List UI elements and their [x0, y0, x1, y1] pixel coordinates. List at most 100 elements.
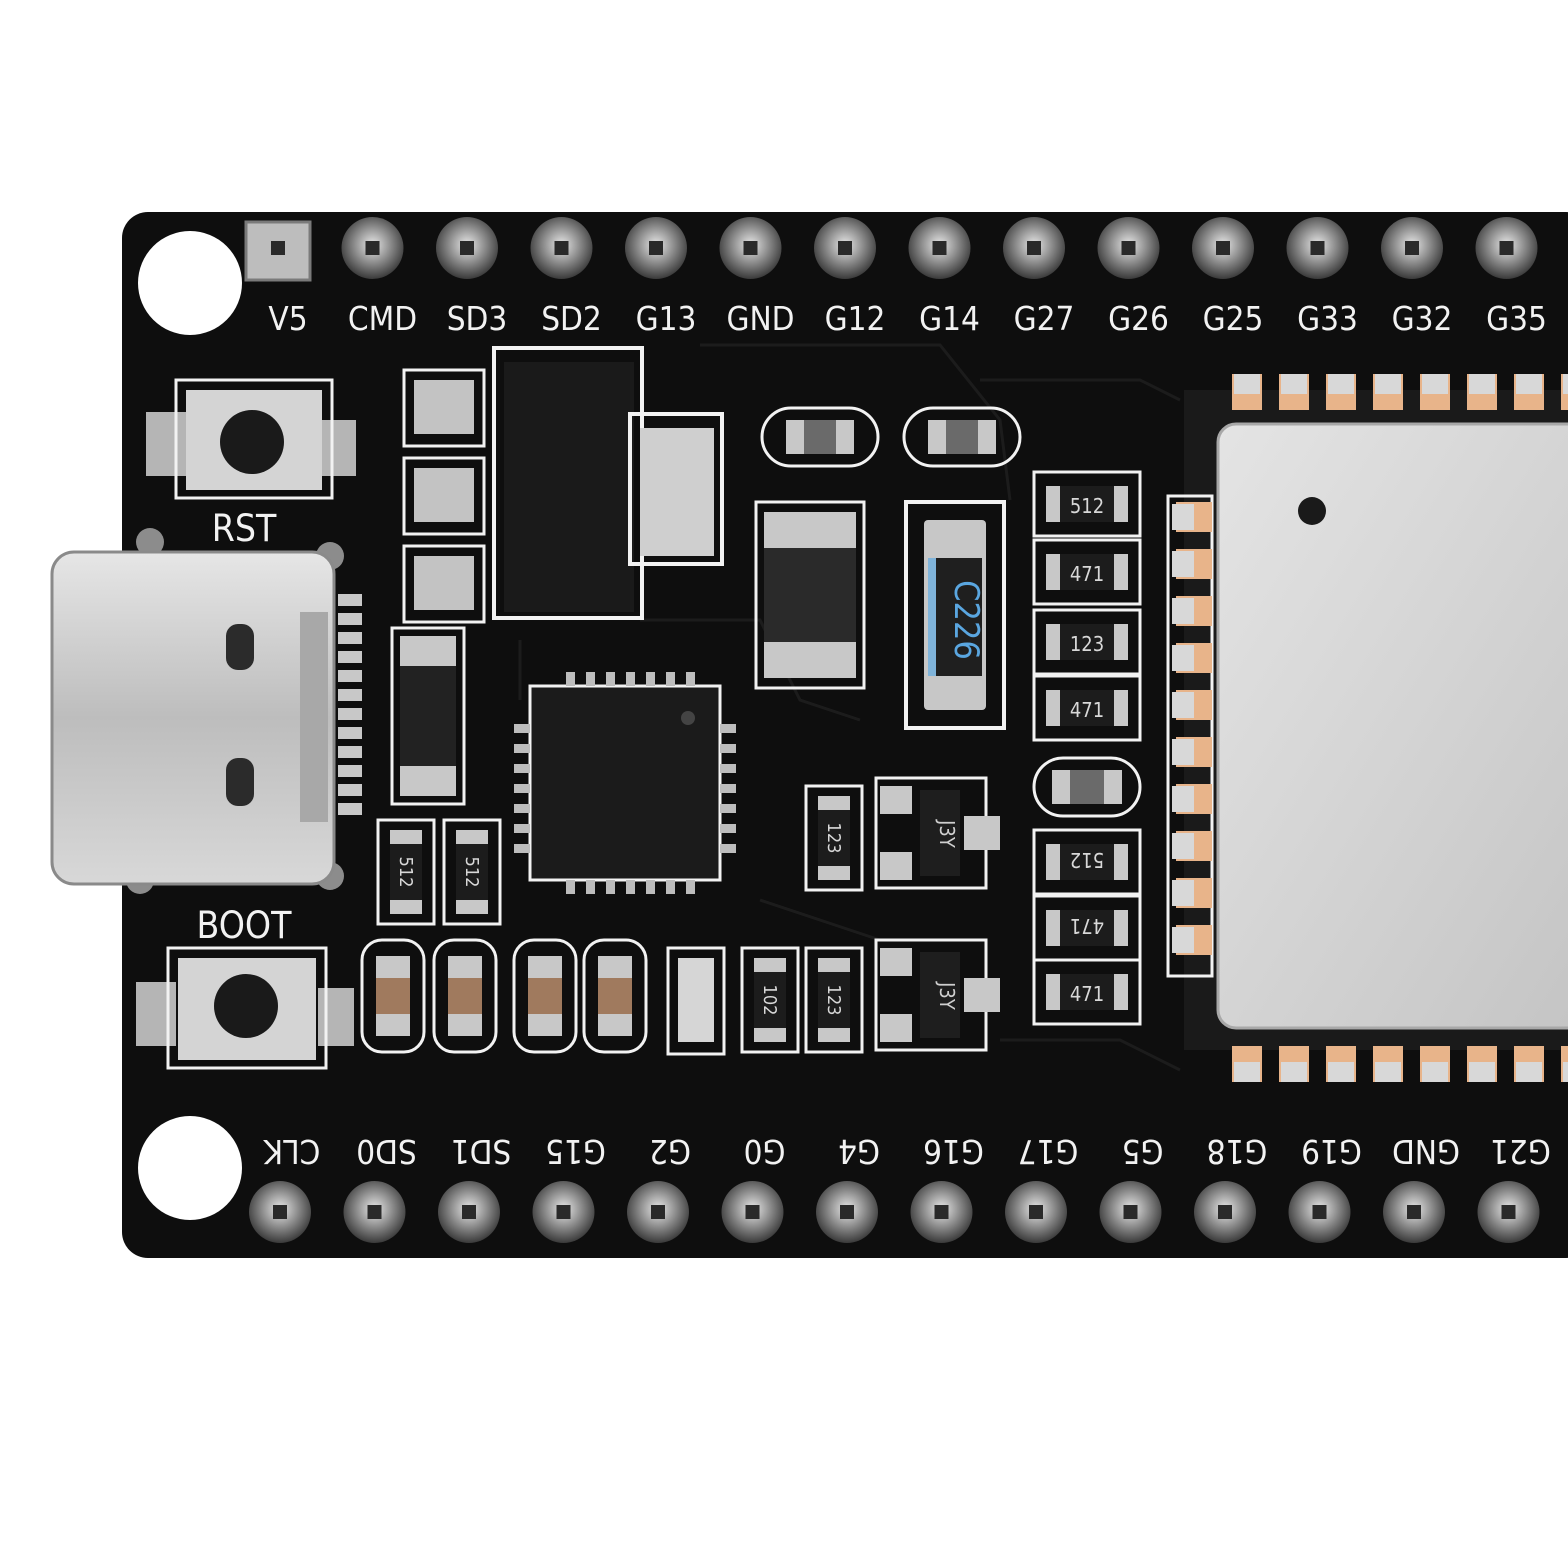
resistor-marking: 123 — [823, 823, 844, 854]
bottom-header-label: G15 — [545, 1132, 606, 1171]
module-pad-tin — [1563, 374, 1568, 394]
module-pad-tin — [1281, 374, 1307, 394]
bottom-header-pin — [343, 1181, 406, 1243]
ic-pin — [720, 764, 736, 773]
top-header-pin — [530, 217, 593, 279]
module-pad-tin — [1172, 786, 1194, 812]
top-header-pin — [436, 217, 498, 279]
module-pad-tin — [1234, 1062, 1260, 1082]
usb-signal-pads — [338, 594, 362, 815]
top-header-pin — [1097, 217, 1160, 279]
module-pad-tin — [1375, 374, 1401, 394]
bottom-header-pin — [1288, 1181, 1351, 1243]
module-pad-tin — [1328, 374, 1354, 394]
reset-button-label: RST — [212, 507, 277, 550]
resistor-marking: 512 — [461, 857, 482, 888]
ic-pin — [514, 764, 530, 773]
tantalum-capacitor — [904, 500, 1006, 730]
top-header-label: G25 — [1203, 299, 1264, 338]
smd-capacitor-top-2 — [902, 406, 1022, 468]
mounting-hole-bottom — [138, 1116, 242, 1220]
bottom-header-pin — [249, 1181, 311, 1243]
ic-pin — [514, 744, 530, 753]
smd-resistor: 512 — [1032, 828, 1142, 896]
ic-pin — [646, 880, 655, 894]
smd-capacitor — [432, 938, 498, 1054]
top-header-label: G12 — [825, 299, 886, 338]
bottom-header-label: G18 — [1207, 1132, 1268, 1171]
module-pad-tin — [1234, 374, 1260, 394]
diode — [754, 500, 866, 690]
bottom-header-label: G2 — [649, 1132, 691, 1171]
top-header-label: V5 — [268, 299, 307, 338]
top-header-pin — [814, 217, 876, 279]
ic-pin — [566, 880, 575, 894]
smd-component-left — [390, 626, 466, 806]
ic-pin — [666, 880, 675, 894]
bottom-header-pin — [1383, 1181, 1445, 1243]
resistor-marking: 471 — [1070, 982, 1104, 1006]
ic-pin — [514, 804, 530, 813]
smd-capacitor — [582, 938, 648, 1054]
ic-pin — [514, 724, 530, 733]
module-pad-tin — [1172, 598, 1194, 624]
smd-resistor: 123 — [1032, 608, 1142, 676]
module-pad-tin — [1516, 1062, 1542, 1082]
top-header-pin — [625, 217, 687, 279]
top-header-pin — [341, 217, 404, 279]
top-header-pin — [1381, 217, 1443, 279]
smd-capacitor-column — [1032, 756, 1142, 818]
bottom-header-pin — [1005, 1181, 1067, 1243]
bottom-header-pin — [816, 1181, 878, 1243]
bottom-header-pin — [627, 1181, 689, 1243]
smd-resistor: 471 — [1032, 674, 1142, 742]
ic-pin — [666, 672, 675, 686]
ic-pin — [586, 672, 595, 686]
bottom-header-label: G0 — [744, 1132, 786, 1171]
bottom-header-pin — [1477, 1181, 1540, 1243]
top-header-label: G35 — [1486, 299, 1547, 338]
bottom-header-label: G5 — [1122, 1132, 1164, 1171]
boot-button[interactable] — [136, 946, 354, 1070]
module-pad-tin — [1172, 692, 1194, 718]
reset-button[interactable] — [146, 378, 356, 500]
module-pad-tin — [1172, 739, 1194, 765]
module-pad-tin — [1172, 551, 1194, 577]
usb-pad — [338, 746, 362, 758]
top-header-pin — [908, 217, 971, 279]
top-header-label: G27 — [1014, 299, 1075, 338]
bottom-header-pin — [438, 1181, 500, 1243]
module-pad-tin — [1328, 1062, 1354, 1082]
resistor-marking: 123 — [1070, 632, 1104, 656]
module-pad-tin — [1516, 374, 1542, 394]
resistor-marking: 102 — [759, 985, 780, 1016]
usb-pad — [338, 784, 362, 796]
top-header-pin — [1003, 217, 1065, 279]
smd-resistor-vertical: 123 — [804, 784, 864, 892]
smd-resistor-vertical: 123 — [804, 946, 864, 1054]
resistor-marking: 123 — [823, 985, 844, 1016]
ic-pin — [514, 824, 530, 833]
resistor-marking: 512 — [395, 857, 416, 888]
usb-pad — [338, 670, 362, 682]
ic-pin — [686, 672, 695, 686]
usb-pad — [338, 651, 362, 663]
ic-pin — [626, 880, 635, 894]
smd-resistor: 471 — [1032, 958, 1142, 1026]
tantalum-capacitor-marking: C226 — [946, 580, 986, 660]
ic-pin — [720, 744, 736, 753]
resistor-marking: 512 — [1070, 848, 1104, 872]
top-header-label: G13 — [636, 299, 697, 338]
bottom-header-label: G16 — [923, 1132, 984, 1171]
resistor-marking: 471 — [1070, 562, 1104, 586]
resistor-marking: 471 — [1070, 914, 1104, 938]
ic-pin — [606, 672, 615, 686]
esp32-module-pads — [1172, 374, 1568, 1082]
bottom-header-pins — [249, 1181, 1540, 1243]
boot-button-label: BOOT — [197, 904, 293, 947]
ic-pin — [720, 844, 736, 853]
ic-pin — [686, 880, 695, 894]
